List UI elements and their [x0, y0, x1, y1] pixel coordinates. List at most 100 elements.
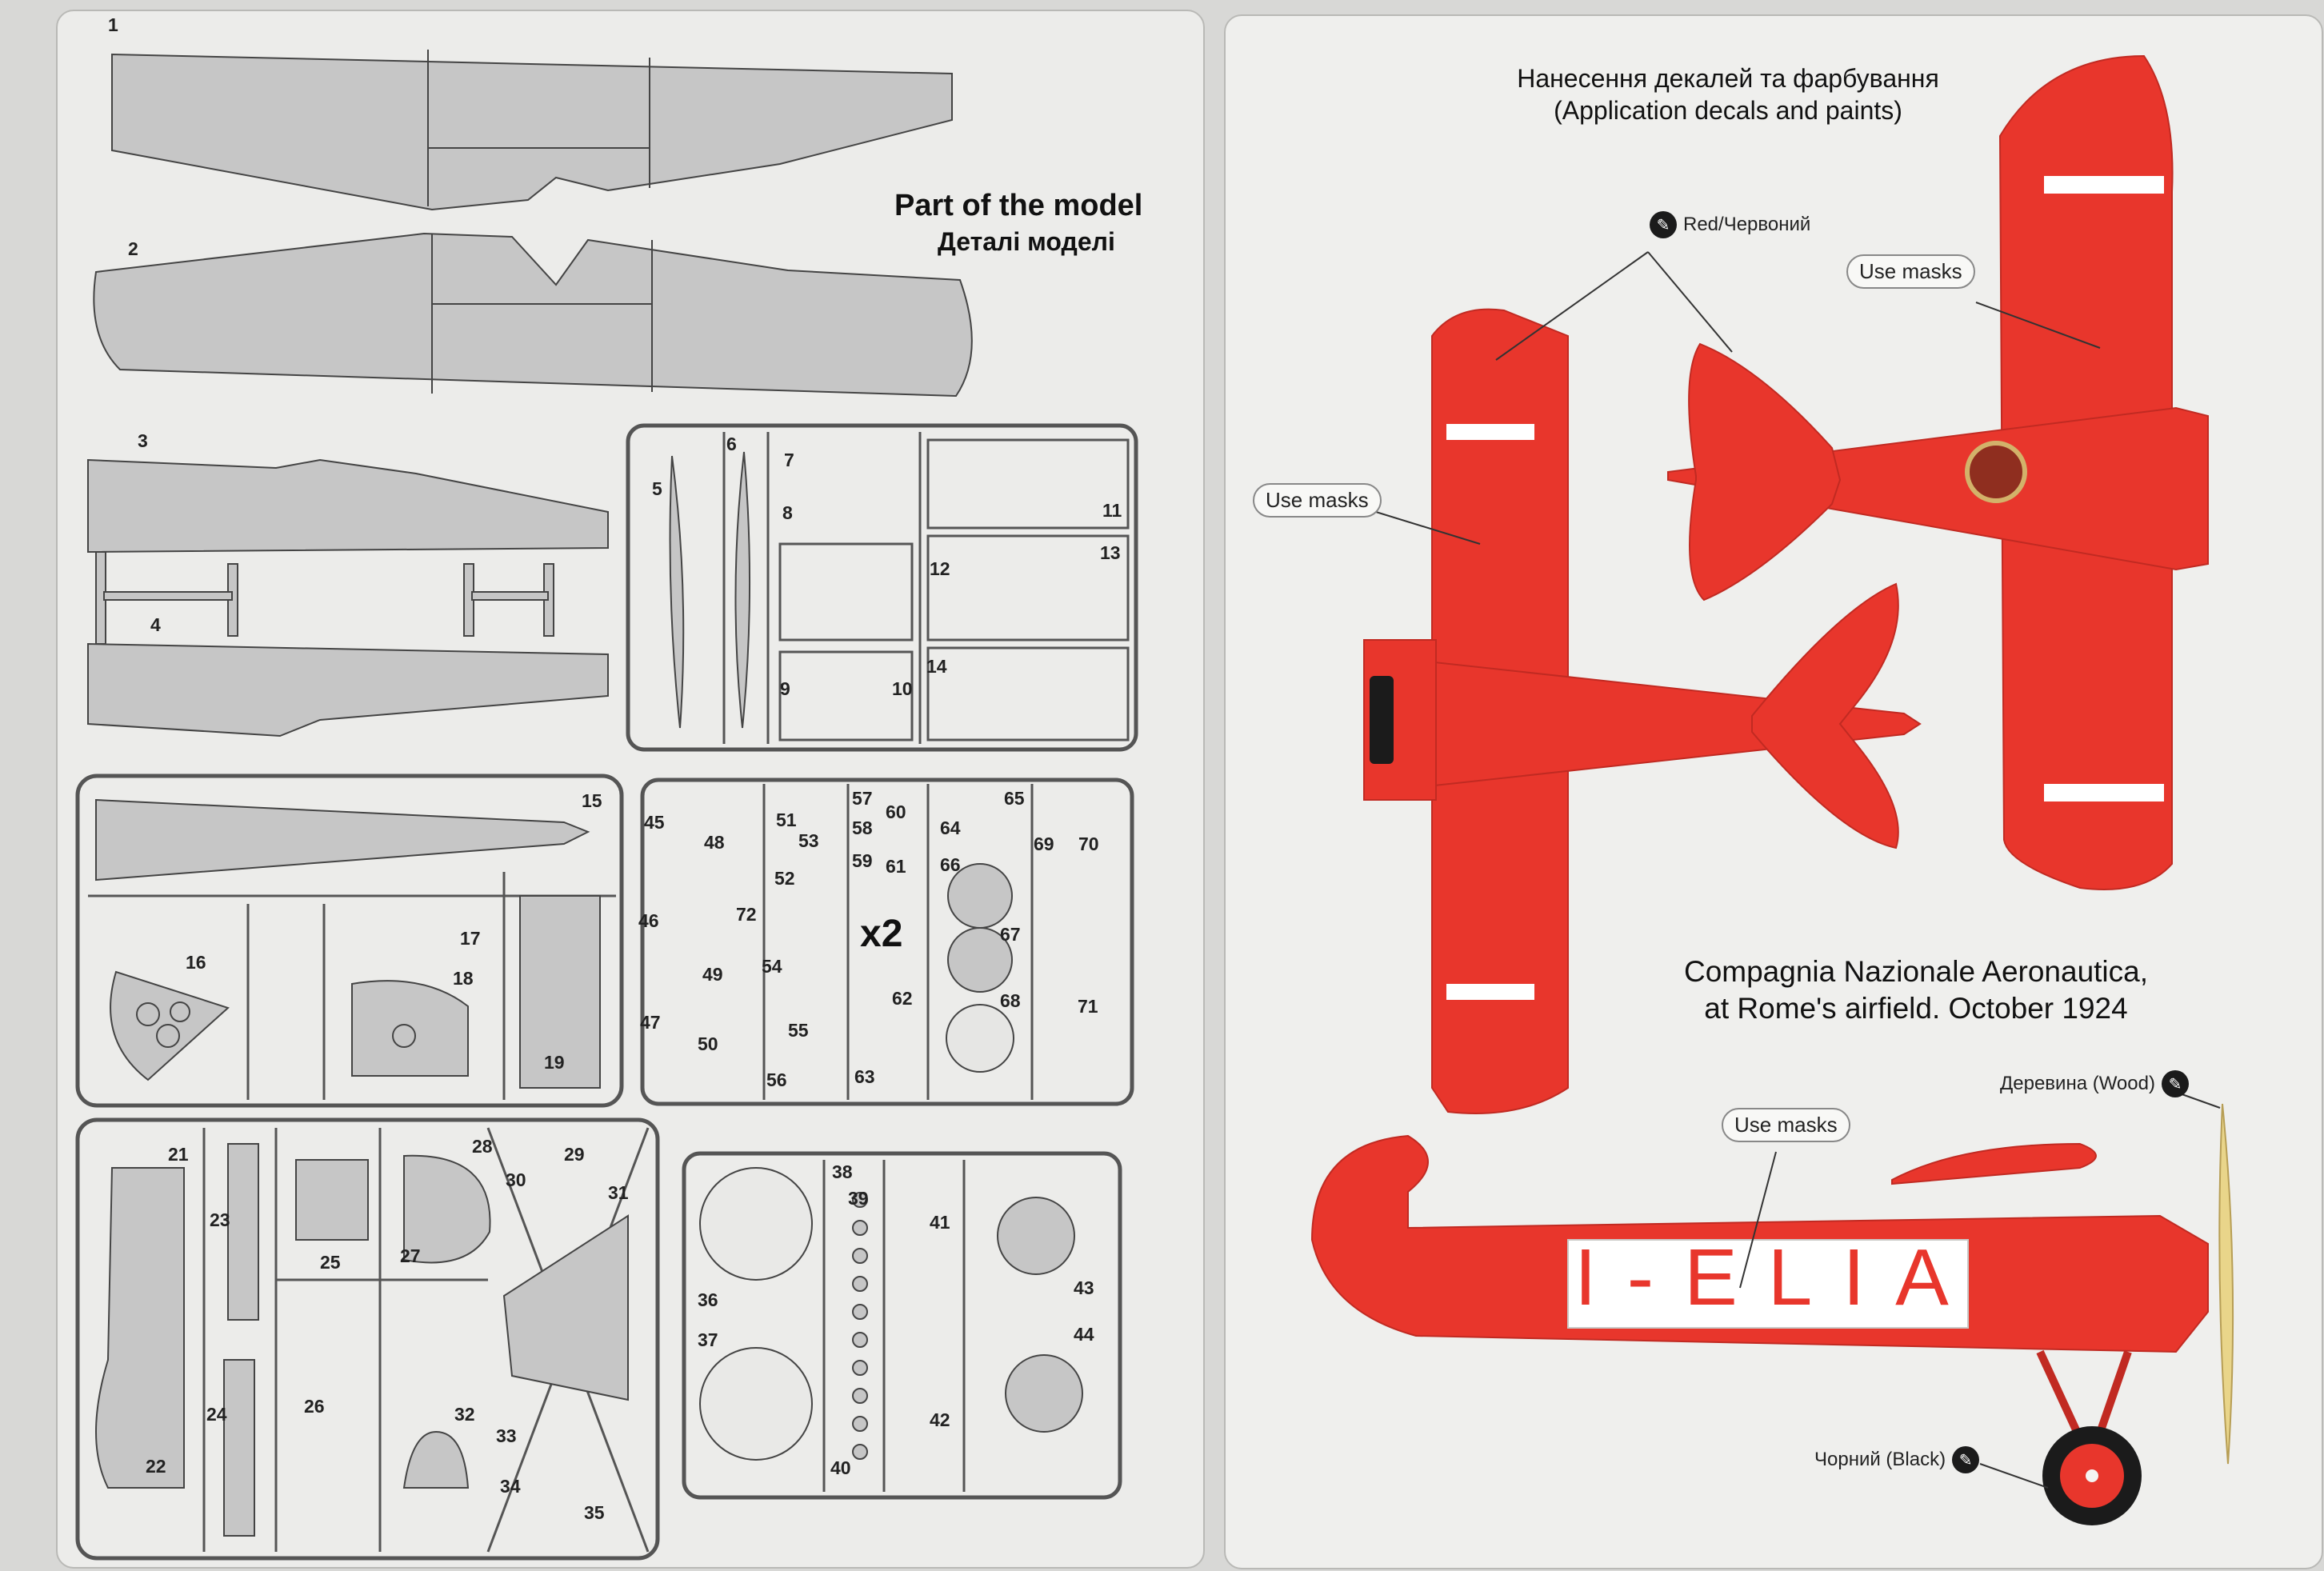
use-masks-label: Use masks [1722, 1108, 1850, 1142]
part-68-wheel [946, 1004, 1014, 1073]
heading-ua: Нанесення декалей та фарбування [1517, 64, 1939, 93]
bottom-view-tailplane [1688, 342, 1842, 602]
part-4-fuselage-half [87, 642, 609, 738]
sprue-frame-b [75, 774, 624, 1108]
part-5-propeller [669, 455, 685, 729]
part-number: 4 [150, 614, 161, 635]
part-number: 51 [776, 809, 797, 830]
part-number: 35 [584, 1502, 605, 1523]
part-number: 64 [940, 817, 961, 838]
part-25-panel [295, 1159, 369, 1241]
part-43-engine [997, 1197, 1075, 1275]
part-number: 3 [138, 430, 148, 451]
red-label: Red/Червоний [1683, 214, 1811, 235]
part-number: 57 [852, 788, 873, 809]
sprue-frame-d [75, 1117, 660, 1561]
part-number: 2 [128, 238, 138, 259]
caption-line-1: Compagnia Nazionale Aeronautica, [1683, 955, 2149, 988]
part-32-cowl [402, 1430, 470, 1489]
part-number: 21 [168, 1144, 189, 1165]
part-number: 61 [886, 856, 906, 877]
black-label: Чорний (Black) [1814, 1449, 1946, 1470]
part-number: 12 [930, 558, 950, 579]
part-number: 28 [472, 1136, 493, 1157]
use-masks-label: Use masks [1846, 254, 1975, 289]
part-number: 17 [460, 928, 481, 949]
part-24-strut [223, 1359, 255, 1537]
part-number: 49 [702, 964, 723, 985]
part-number: 55 [788, 1020, 809, 1041]
part-number: 11 [1102, 500, 1122, 521]
part-number: 44 [1074, 1324, 1094, 1345]
part-2-lower-wing [93, 232, 973, 398]
part-number: 69 [1034, 833, 1054, 854]
part-31-stabilizer [502, 1214, 629, 1401]
part-21-22-wing-rib [95, 1167, 185, 1489]
side-registration: I-ELIA [1574, 1233, 1979, 1322]
part-number: 70 [1078, 833, 1099, 854]
part-number: 39 [848, 1188, 869, 1209]
part-6-propeller [734, 451, 751, 729]
part-number: 50 [698, 1033, 718, 1054]
part-number: 15 [582, 790, 602, 811]
part-number: 65 [1004, 788, 1025, 809]
part-number: 19 [544, 1052, 565, 1073]
part-number: 31 [608, 1182, 629, 1203]
part-number: 68 [1000, 990, 1021, 1011]
use-masks-label: Use masks [1253, 483, 1382, 518]
part-number: 30 [506, 1169, 526, 1190]
caption-line-2: at Rome's airfield. October 1924 [1704, 992, 2128, 1025]
part-number: 16 [186, 952, 206, 973]
part-number: 62 [892, 988, 913, 1009]
part-number: 36 [698, 1289, 718, 1310]
part-number: 14 [926, 656, 947, 677]
part-number: 48 [704, 832, 725, 853]
part-number: 9 [780, 678, 790, 699]
part-number: 18 [453, 968, 474, 989]
parts-title-en: Part of the model [894, 189, 1143, 222]
part-number: 67 [1000, 924, 1021, 945]
part-number: 33 [496, 1425, 517, 1446]
part-27-tail [403, 1154, 491, 1264]
part-23-strut [227, 1143, 259, 1321]
sprue-frame-e [682, 1151, 1122, 1500]
part-number: 23 [210, 1209, 230, 1230]
side-registration-panel [1567, 1239, 1969, 1329]
part-number: 43 [1074, 1277, 1094, 1298]
sprue-frame-c [640, 778, 1134, 1106]
red-paint-legend: ✎ Red/Червоний [1650, 211, 1810, 238]
wood-label: Деревина (Wood) [2000, 1073, 2155, 1094]
part-number: 42 [930, 1409, 950, 1430]
part-number: 34 [500, 1476, 521, 1497]
part-number: 7 [784, 450, 794, 470]
part-number: 13 [1100, 542, 1121, 563]
part-number: 47 [640, 1012, 661, 1033]
part-number: 60 [886, 801, 906, 822]
part-number: 32 [454, 1404, 475, 1425]
paint-brush-icon: ✎ [2161, 1070, 2189, 1097]
heading-en: (Application decals and paints) [1554, 96, 1902, 125]
black-paint-legend: Чорний (Black) ✎ [1814, 1446, 1980, 1473]
part-number: 56 [766, 1069, 787, 1090]
part-number: 6 [726, 434, 737, 454]
side-view-propeller [2218, 1103, 2234, 1465]
multiplier-label: x2 [860, 913, 903, 955]
part-44-engine [1005, 1354, 1083, 1433]
part-number: 54 [762, 956, 782, 977]
part-number: 27 [400, 1245, 421, 1266]
part-number: 58 [852, 817, 873, 838]
part-number: 10 [892, 678, 913, 699]
part-number: 5 [652, 478, 662, 499]
part-number: 63 [854, 1066, 875, 1087]
part-number: 52 [774, 868, 795, 889]
side-view-upper-wing [1891, 1142, 2097, 1185]
part-number: 22 [146, 1456, 166, 1477]
part-number: 72 [736, 904, 757, 925]
part-number: 25 [320, 1252, 341, 1273]
paint-brush-icon: ✎ [1952, 1446, 1980, 1473]
part-3-fuselage-half [87, 458, 609, 554]
wood-paint-legend: Деревина (Wood) ✎ [2000, 1070, 2189, 1097]
part-1-upper-wing [111, 53, 953, 211]
